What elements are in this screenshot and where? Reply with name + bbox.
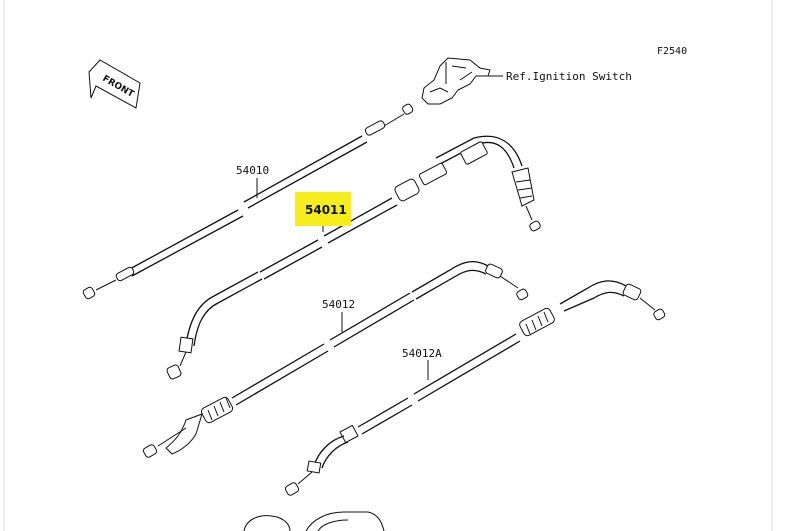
ref-ignition-switch-note: Ref.Ignition Switch (506, 70, 632, 83)
part-label-54012A: 54012A (402, 347, 442, 360)
part-label-54012: 54012 (322, 298, 355, 311)
part-label-54011[interactable]: 54011 (305, 203, 347, 217)
cable-54010 (82, 103, 414, 300)
cable-54012 (142, 260, 529, 458)
partial-parts-bottom (243, 511, 385, 531)
cable-54012A (284, 280, 666, 496)
ignition-switch-bracket (421, 57, 503, 105)
front-arrow: FRONT (88, 59, 141, 109)
highlight-54011 (295, 192, 351, 226)
part-label-54010: 54010 (236, 164, 269, 177)
diagram-code: F2540 (657, 46, 687, 57)
cable-54011 (166, 135, 541, 380)
